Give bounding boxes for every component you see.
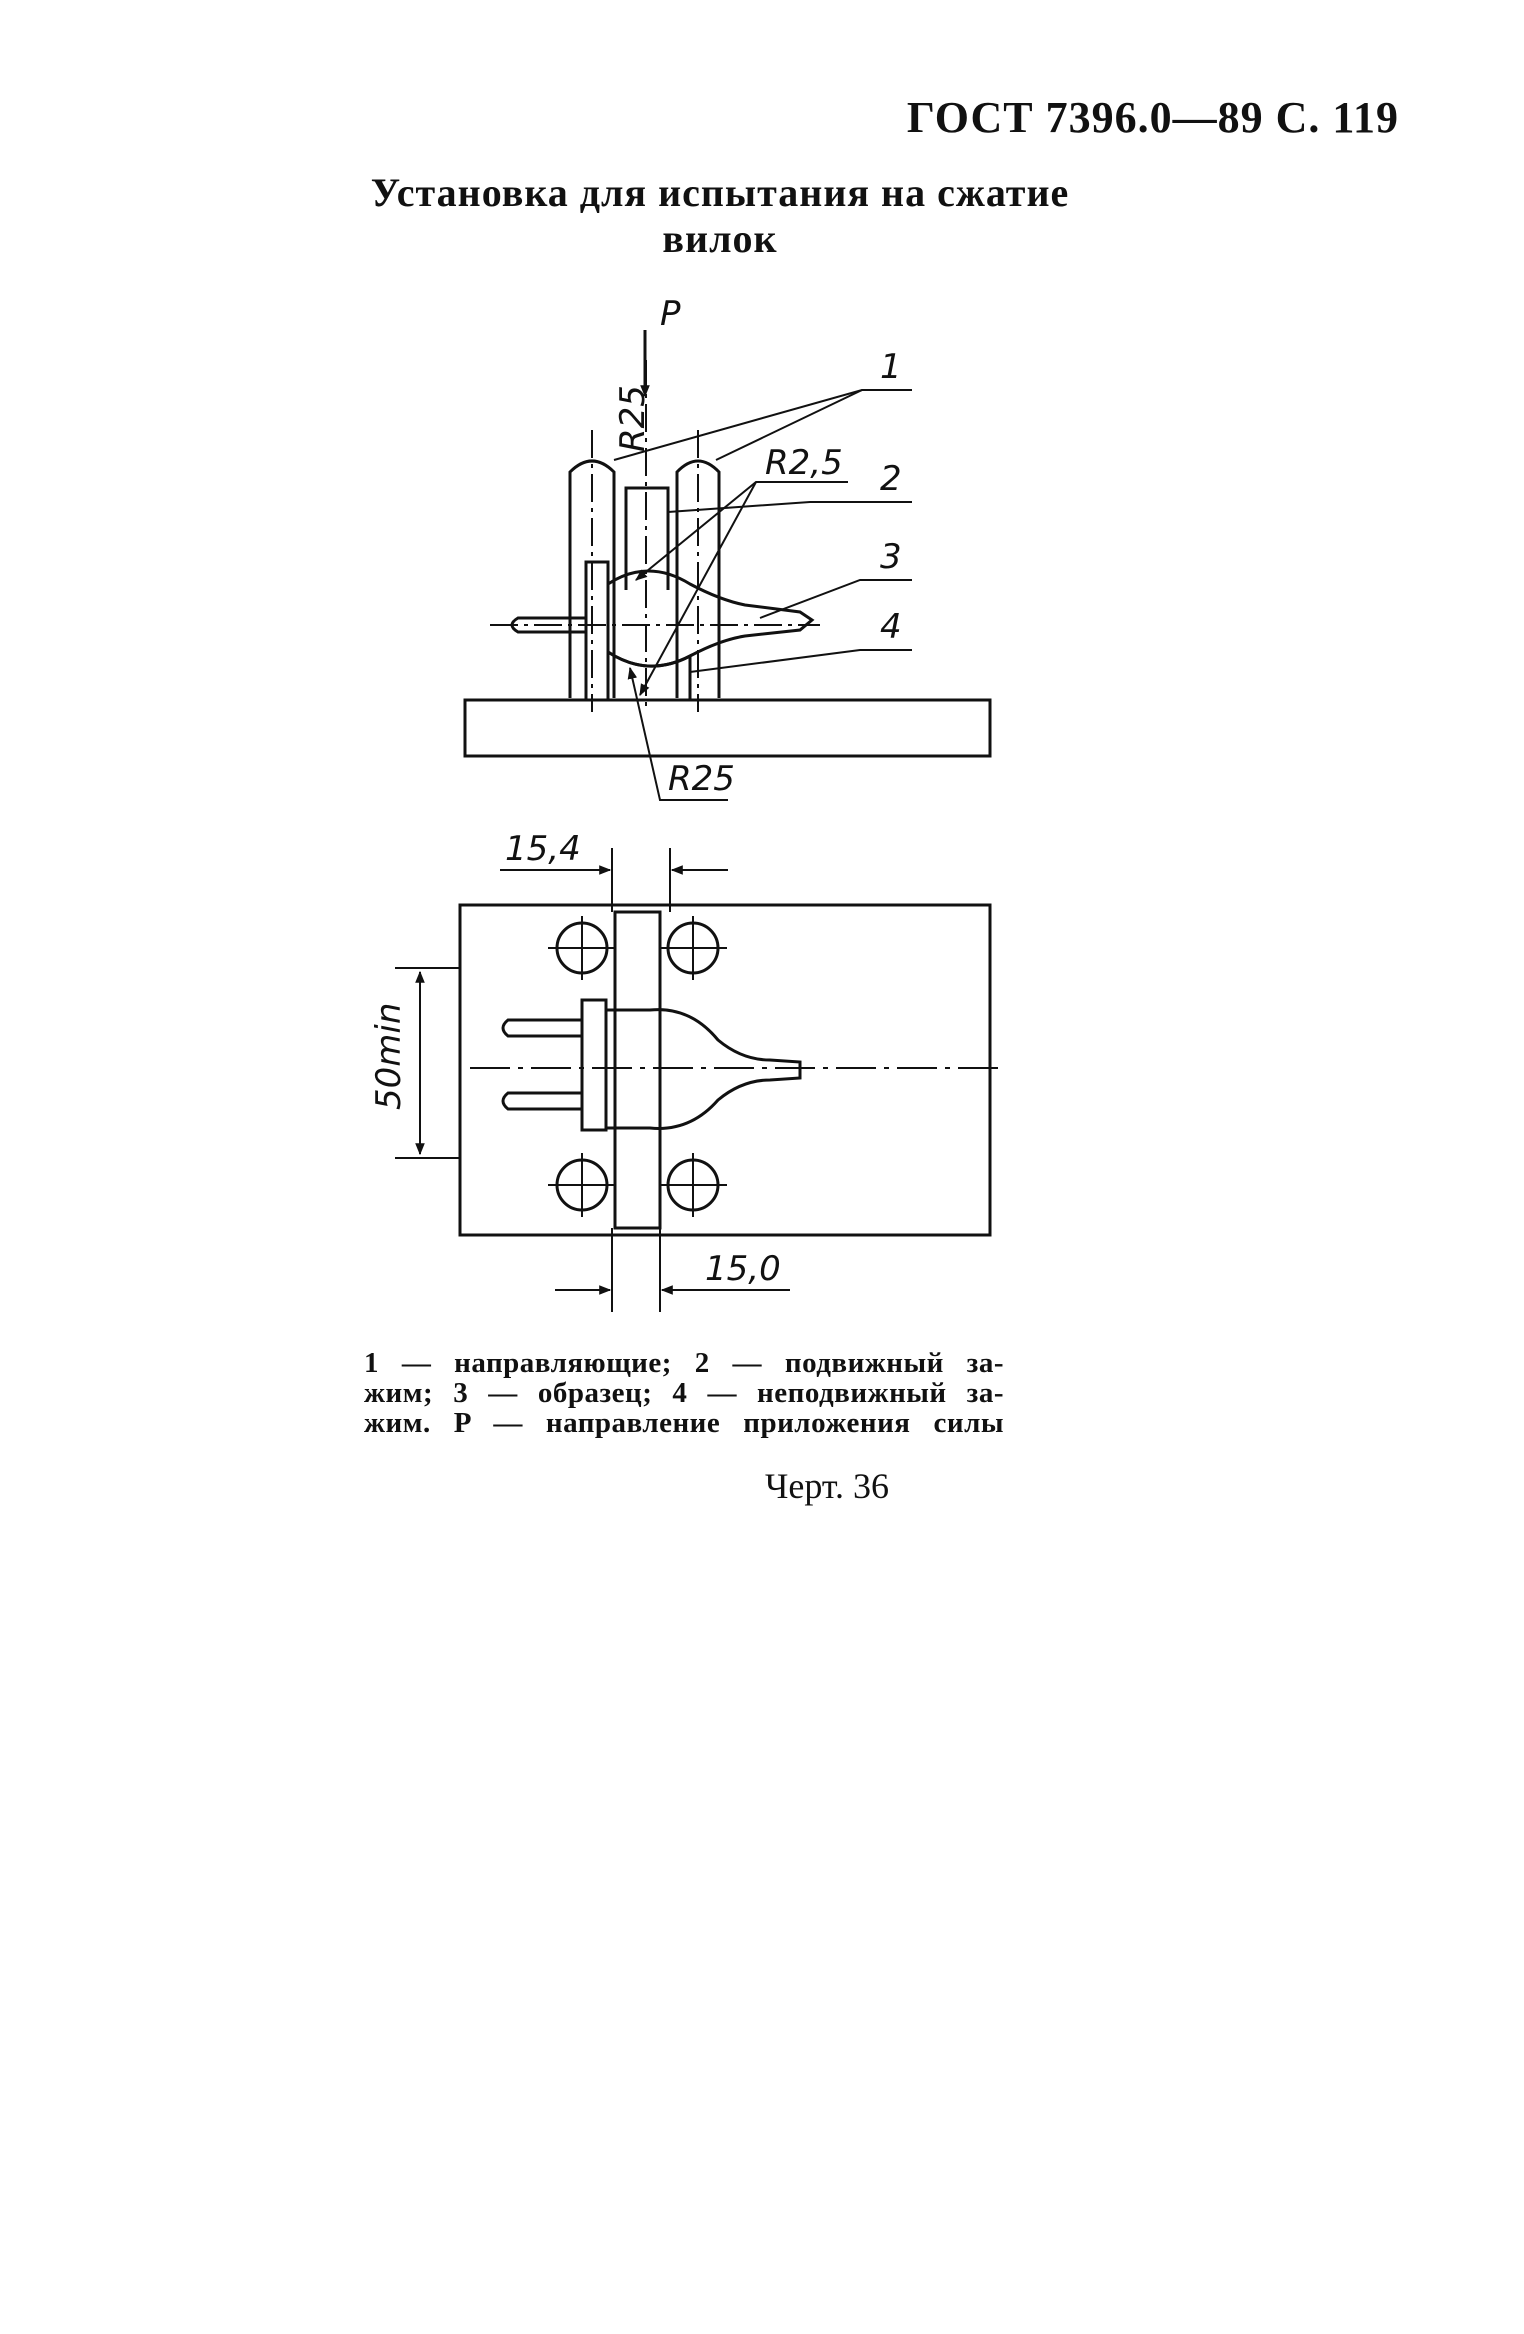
fixed-clamp (606, 649, 692, 702)
label-dim-50min: 50min (369, 1003, 409, 1110)
label-force: P (660, 294, 681, 334)
label-r2-5: R2,5 (765, 443, 843, 483)
label-r25-bottom: R25 (668, 759, 735, 799)
page-header: ГОСТ 7396.0—89 С. 119 (906, 93, 1399, 142)
base-plate (463, 698, 992, 758)
plan-plug-head (580, 998, 608, 1132)
caption-line-1: 1 — направляющие; 2 — подвижный за- (364, 1347, 1004, 1379)
caption-line-3: жим. P — направление приложения силы (364, 1407, 1004, 1439)
plan-plug-pin-bottom (501, 1091, 582, 1111)
figure-title: Установка для испытания на сжатие вилок (300, 170, 1140, 262)
plan-base-plate (458, 903, 992, 1237)
caption-line-2: жим; 3 — образец; 4 — неподвижный за- (364, 1377, 1004, 1409)
plan-specimen-body (606, 1008, 802, 1130)
label-pos-1: 1 (880, 347, 902, 387)
guide-rod-left (568, 459, 616, 698)
specimen-body (607, 569, 815, 668)
label-pos-3: 3 (880, 537, 902, 577)
figure-title-line-1: Установка для испытания на сжатие (370, 170, 1070, 215)
guide-rod-right (675, 459, 721, 698)
movable-clamp (624, 486, 670, 590)
figure-title-line-2: вилок (662, 216, 778, 261)
side-view (463, 330, 992, 801)
plan-plug-pin-top (501, 1018, 582, 1038)
label-pos-4: 4 (880, 607, 902, 647)
plug-head (584, 560, 610, 702)
plan-view (395, 848, 1005, 1312)
label-r25-top: R25 (613, 385, 653, 452)
figure-number: Черт. 36 (765, 1466, 889, 1506)
figure-caption: 1 — направляющие; 2 — подвижный за- жим;… (364, 1348, 1004, 1438)
label-dim-15-0: 15,0 (705, 1249, 781, 1289)
plan-clamp-bar (613, 910, 662, 1230)
label-dim-15-4: 15,4 (505, 829, 581, 869)
label-pos-2: 2 (880, 459, 902, 499)
